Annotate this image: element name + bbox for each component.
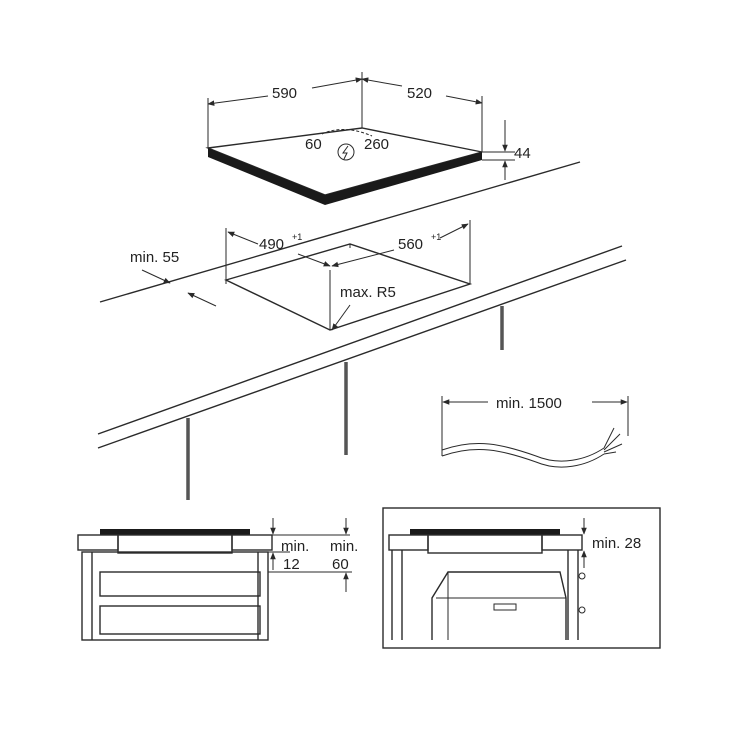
drawer-cabinet-body xyxy=(81,551,269,641)
drawer-worktop-right xyxy=(231,534,273,551)
clearance-60-label-line1: min. xyxy=(330,538,358,555)
hob-depth-label: 520 xyxy=(407,85,432,102)
cable-drawing: min. 1500 xyxy=(441,395,629,468)
connection-position-arc xyxy=(321,129,373,137)
hob-depth-dimension xyxy=(361,77,403,87)
worktop-back-edge xyxy=(99,161,581,303)
oven-frame xyxy=(382,507,661,649)
electrical-connection-icon xyxy=(337,143,355,161)
oven-worktop-right xyxy=(541,534,583,551)
min-front-distance-label: min. 55 xyxy=(130,249,179,266)
clearance-12-label-line2: 12 xyxy=(283,556,300,573)
worktop-front-bottom-edge xyxy=(97,259,627,449)
hob-front-edge xyxy=(208,148,325,205)
hob-depth-dimension-b xyxy=(445,95,483,105)
oven-worktop-left xyxy=(388,534,429,551)
hob-top-surface xyxy=(205,127,483,196)
oven-handle xyxy=(493,603,517,611)
drawer-front-top xyxy=(99,571,261,597)
oven-hob-body xyxy=(427,534,543,554)
worktop-front-top-edge xyxy=(97,245,623,435)
power-cable xyxy=(441,442,605,462)
drawer-hob-top xyxy=(100,529,250,535)
cutout-width-dimension xyxy=(227,231,259,245)
connection-left-label: 60 xyxy=(305,136,322,153)
cutout-depth-label: 560 xyxy=(398,236,423,253)
hob-width-label: 590 xyxy=(272,85,297,102)
cutout-width-label: 490 xyxy=(259,236,284,253)
hob-width-dimension xyxy=(207,95,269,106)
cable-length-label: min. 1500 xyxy=(496,395,562,412)
drawer-worktop-left xyxy=(77,534,119,551)
connection-right-label: 260 xyxy=(364,136,389,153)
cutout-width-dimension-b xyxy=(297,253,331,267)
hob-height-label: 44 xyxy=(514,145,531,162)
cable-wire-ends xyxy=(603,427,623,455)
oven-hob-top xyxy=(410,529,560,535)
cutout-width-tolerance: +1 xyxy=(292,232,302,242)
cutout-depth-tolerance: +1 xyxy=(431,232,441,242)
clearance-60-label-line2: 60 xyxy=(332,556,349,573)
cutout-depth-dimension xyxy=(331,249,395,268)
cutout-depth-dimension-b xyxy=(439,223,469,239)
clearance-28-label: min. 28 xyxy=(592,535,641,552)
hob-side-edge xyxy=(325,152,482,205)
corner-radius-pointer xyxy=(331,304,351,331)
drawer-hob-body xyxy=(117,534,233,554)
drawer-cabinet-drawing: min. 12 min. 60 xyxy=(77,518,358,641)
drawer-front-bottom xyxy=(99,605,261,635)
oven-body xyxy=(431,571,567,640)
hob-drawing: 590 520 44 60 260 xyxy=(205,72,531,205)
hob-width-dimension-b xyxy=(311,77,363,89)
corner-radius-label: max. R5 xyxy=(340,284,396,301)
min-front-distance-arrow-a xyxy=(141,269,171,284)
worktop-drawing: 490 +1 560 +1 min. 55 max. R5 xyxy=(97,161,627,500)
min-front-distance-arrow-b xyxy=(187,292,217,307)
power-cable-b xyxy=(441,448,605,468)
oven-cabinet-drawing: min. 28 xyxy=(382,507,661,649)
clearance-12-label-line1: min. xyxy=(281,538,309,555)
